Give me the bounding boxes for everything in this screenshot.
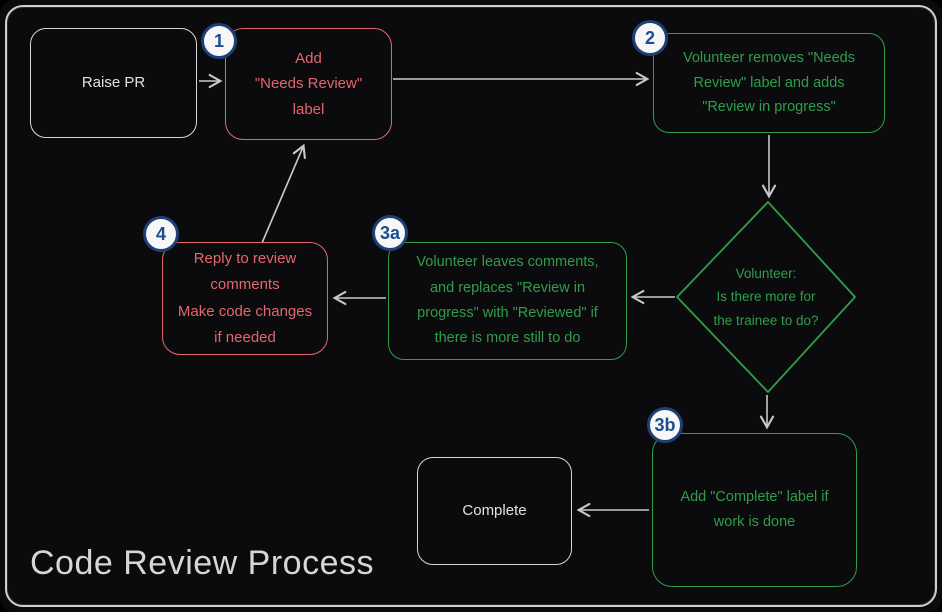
node-add-complete-label: Add "Complete" label if work is done xyxy=(652,433,857,587)
page-title: Code Review Process xyxy=(30,544,374,582)
node-volunteer-removes-label: Volunteer removes "Needs Review" label a… xyxy=(653,33,885,133)
node-raise-pr: Raise PR xyxy=(30,28,197,138)
decision-label: Volunteer: Is there more for the trainee… xyxy=(713,265,819,328)
node-reply-to-review-comments: Reply to review comments Make code chang… xyxy=(162,242,328,355)
node-volunteer-leaves-comments: Volunteer leaves comments, and replaces … xyxy=(388,242,627,360)
badge-step-2: 2 xyxy=(632,20,668,56)
badge-step-1: 1 xyxy=(201,23,237,59)
arrow-step4-to-step1 xyxy=(261,143,306,244)
decision-diamond xyxy=(676,201,856,393)
badge-step-3b: 3b xyxy=(647,407,683,443)
node-add-needs-review-label: Add "Needs Review" label xyxy=(225,28,392,140)
badge-step-4: 4 xyxy=(143,216,179,252)
badge-step-3a: 3a xyxy=(372,215,408,251)
node-complete: Complete xyxy=(417,457,572,565)
